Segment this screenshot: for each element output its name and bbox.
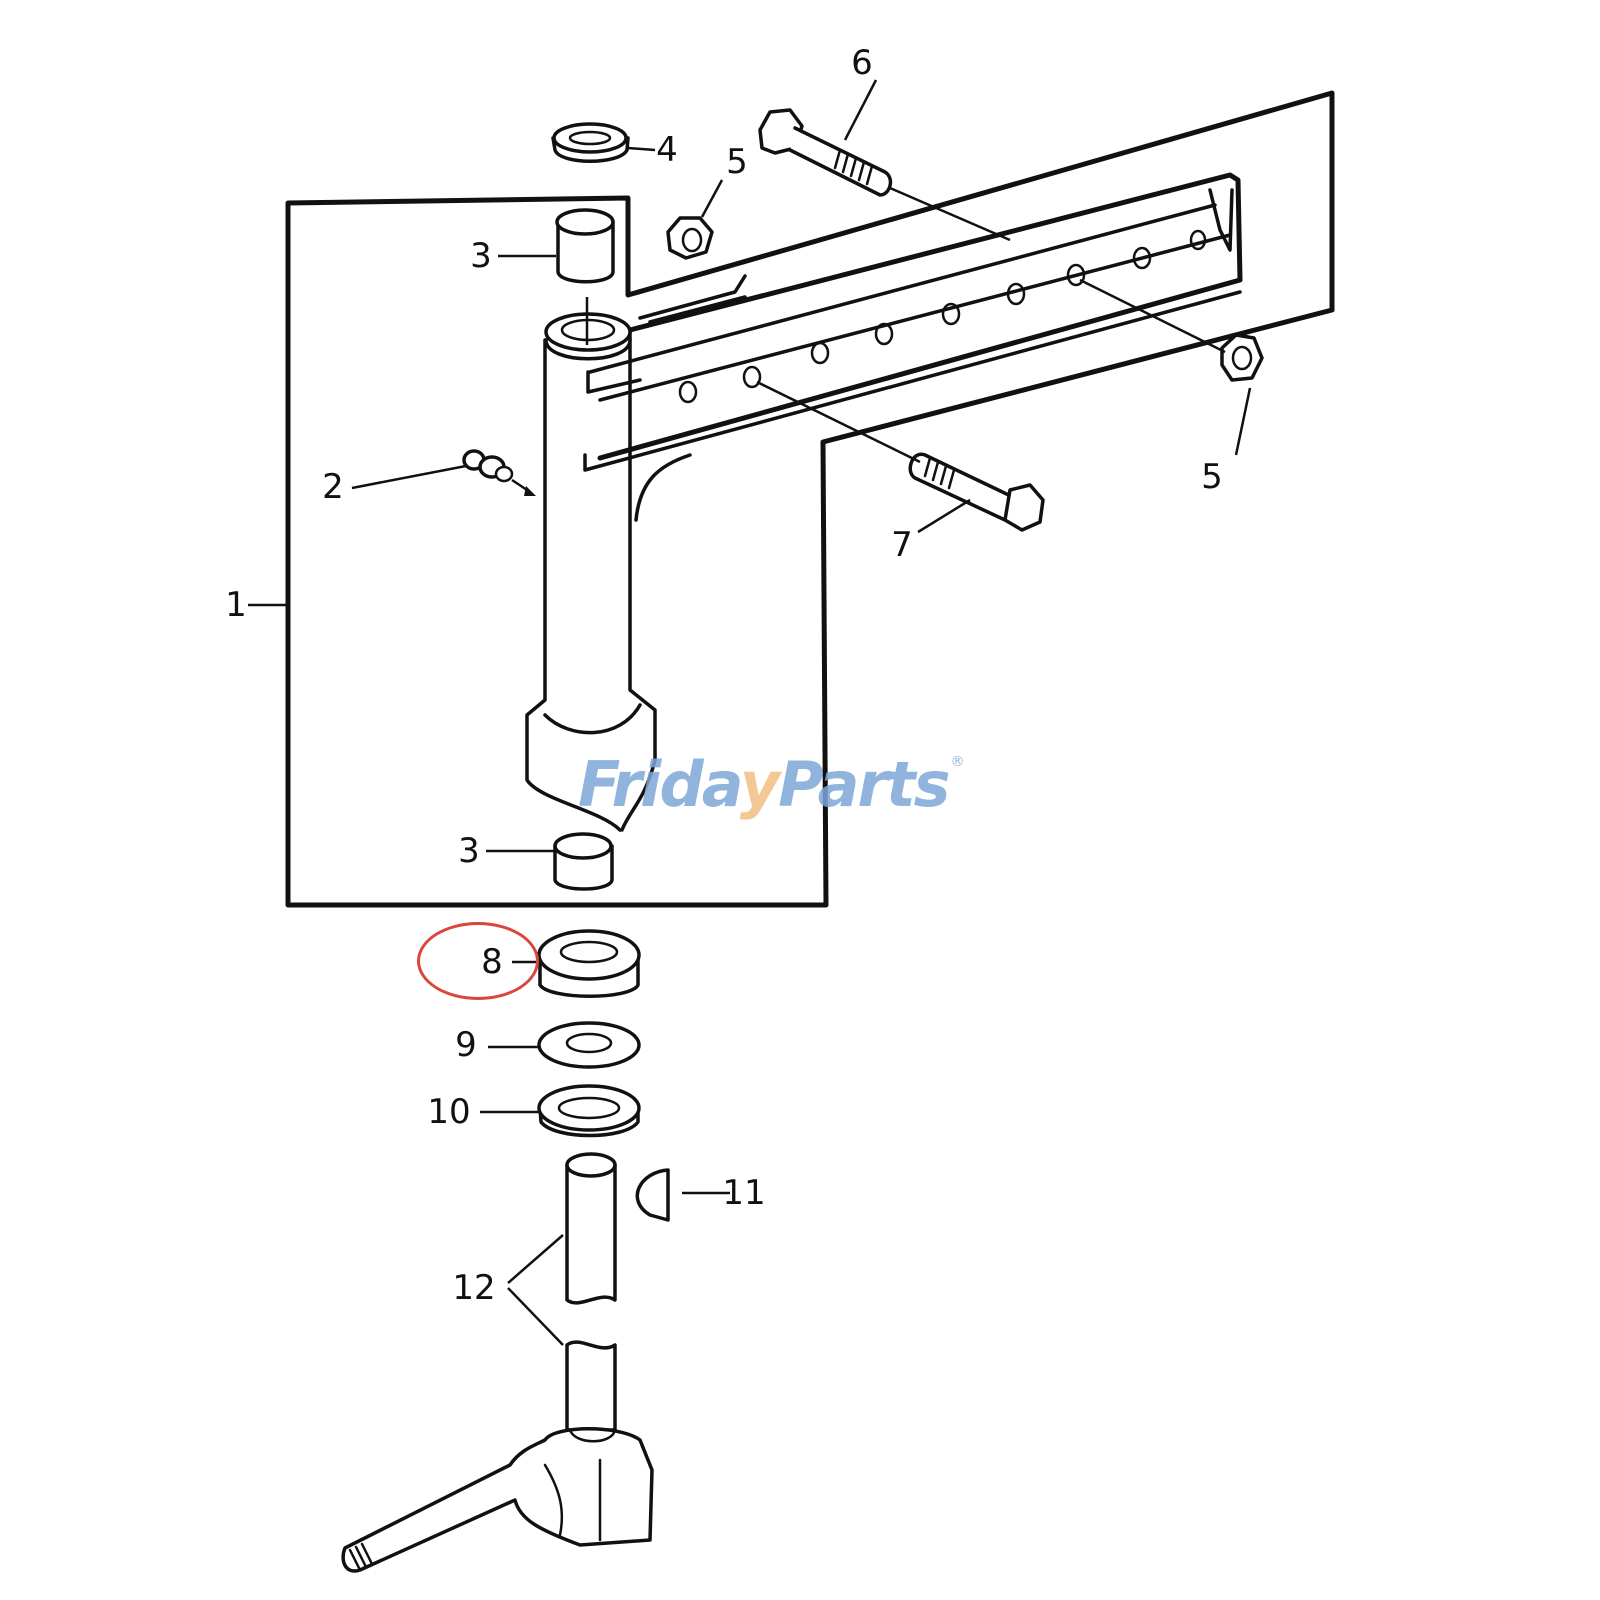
grease-fitting-2 xyxy=(351,449,536,496)
nut-5-upper xyxy=(666,179,724,260)
callout-2: 2 xyxy=(322,467,344,507)
nut-5-lower xyxy=(1079,278,1264,456)
washer-9 xyxy=(488,1021,641,1069)
callout-6: 6 xyxy=(851,43,873,83)
spindle-12 xyxy=(341,1152,654,1573)
callout-11: 11 xyxy=(722,1173,766,1213)
bushing-lower xyxy=(553,832,614,891)
callout-1: 1 xyxy=(225,585,247,625)
seal-4 xyxy=(551,122,656,163)
callout-12: 12 xyxy=(452,1268,496,1308)
callout-7: 7 xyxy=(891,525,913,565)
watermark-text-1: Frida xyxy=(578,748,742,821)
seal-10 xyxy=(480,1084,641,1138)
bolt-6 xyxy=(758,79,1011,242)
assembly-1-boundary xyxy=(285,90,1335,908)
callout-3-lower: 3 xyxy=(458,831,480,871)
callout-5-lower: 5 xyxy=(1201,457,1223,497)
woodruff-key-11 xyxy=(635,1168,730,1222)
watermark-check: y xyxy=(739,748,780,821)
bolt-7 xyxy=(756,380,1045,534)
axle-beam xyxy=(583,172,1243,472)
registered-icon: ® xyxy=(950,754,965,770)
bushing-upper xyxy=(555,208,615,345)
callout-10: 10 xyxy=(427,1092,471,1132)
callout-5-upper: 5 xyxy=(726,142,748,182)
watermark-text-2: Parts xyxy=(778,748,950,821)
callout-3-upper: 3 xyxy=(470,236,492,276)
callout-9: 9 xyxy=(455,1025,477,1065)
highlight-circle xyxy=(417,922,539,1000)
callout-4: 4 xyxy=(656,130,678,170)
brand-watermark: FridayParts® xyxy=(578,748,965,828)
thrust-bearing-8 xyxy=(512,929,641,998)
